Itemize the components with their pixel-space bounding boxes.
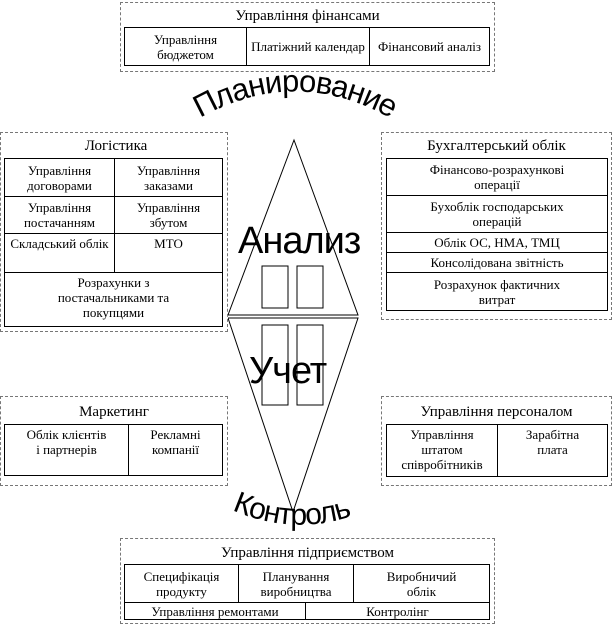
logistics-warehouse-cell: Складський облік (4, 233, 115, 273)
enterprise-spec-cell: Специфікація продукту (124, 564, 239, 603)
upward-arrow-shape (227, 138, 359, 316)
personnel-salary-cell: Зарабітна плата (497, 424, 608, 477)
enterprise-title: Управління підприємством (221, 545, 394, 561)
logistics-contracts-cell: Управління договорами (4, 158, 115, 197)
control-arc-text: Контроль (229, 486, 353, 532)
logistics-sales-cell: Управління збутом (114, 196, 223, 234)
logistics-settlements-cell: Розрахунки з постачальниками та покупцям… (4, 272, 223, 327)
logistics-mto-cell: МТО (114, 233, 223, 273)
finance-analysis-cell: Фінансовий аналіз (369, 27, 490, 66)
finance-calendar-cell: Платіжний календар (246, 27, 370, 66)
enterprise-frame: Управління підприємством Специфікація пр… (120, 538, 495, 624)
marketing-advertising-cell: Рекламні компанії (128, 424, 223, 476)
enterprise-planning-cell: Планування виробництва (238, 564, 354, 603)
accounting-assets-cell: Облік ОС, НМА, ТМЦ (386, 232, 608, 253)
account-label: Учет (249, 350, 327, 392)
accounting-frame: Бухгалтерський облік Фінансово-розрахунк… (381, 132, 612, 320)
enterprise-controlling-cell: Контролінг (305, 602, 490, 620)
finance-title: Управління фінансами (235, 8, 380, 24)
logistics-orders-cell: Управління заказами (114, 158, 223, 197)
personnel-title: Управління персоналом (420, 404, 573, 420)
accounting-costs-cell: Розрахунок фактичних витрат (386, 272, 608, 311)
analysis-label: Анализ (238, 220, 361, 262)
marketing-frame: Маркетинг Облік клієнтів і партнерів Рек… (0, 396, 228, 486)
inner-notch-left-top (261, 265, 289, 309)
marketing-clients-cell: Облік клієнтів і партнерів (4, 424, 129, 476)
logistics-frame: Логістика Управління договорами Управлін… (0, 132, 228, 332)
enterprise-repairs-cell: Управління ремонтами (124, 602, 306, 620)
inner-notch-right-bottom (296, 324, 324, 406)
logistics-supply-cell: Управління постачанням (4, 196, 115, 234)
personnel-staff-cell: Управління штатом співробітників (386, 424, 498, 477)
inner-notch-right-top (296, 265, 324, 309)
marketing-title: Маркетинг (79, 404, 149, 420)
plan-arc-text: Планирование (187, 63, 403, 124)
personnel-frame: Управління персоналом Управління штатом … (381, 396, 612, 486)
logistics-title: Логістика (84, 138, 148, 154)
inner-notch-left-bottom (261, 324, 289, 406)
accounting-business-ops-cell: Бухоблік господарських операцій (386, 195, 608, 233)
finance-frame: Управління фінансами Управління бюджетом… (120, 2, 495, 72)
accounting-consolidated-cell: Консолідована звітність (386, 252, 608, 273)
downward-arrow-shape (227, 317, 359, 514)
finance-budget-cell: Управління бюджетом (124, 27, 247, 66)
enterprise-production-cell: Виробничий облік (353, 564, 490, 603)
accounting-financial-ops-cell: Фінансово-розрахункові операції (386, 158, 608, 196)
accounting-title: Бухгалтерський облік (427, 138, 566, 154)
